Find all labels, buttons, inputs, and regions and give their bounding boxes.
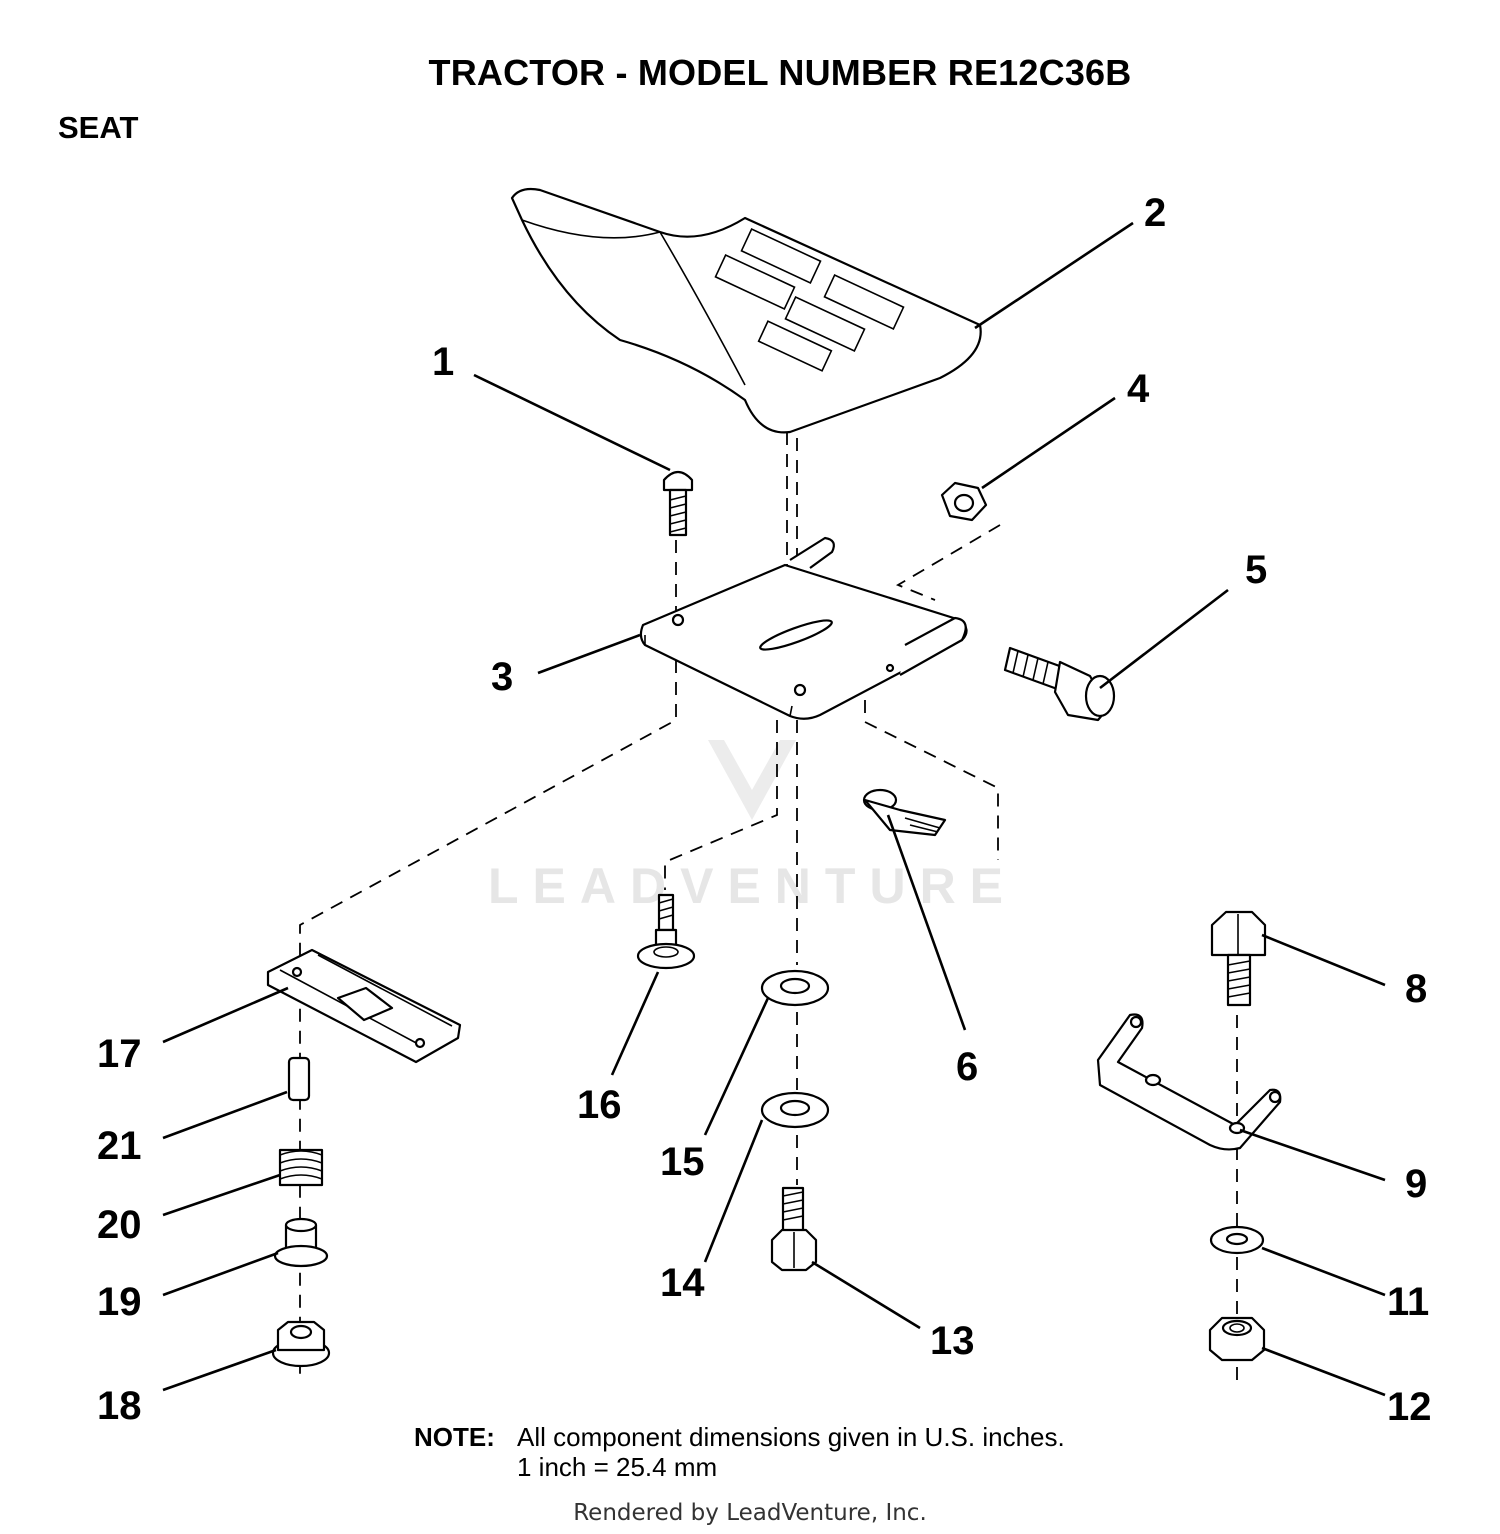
callout-labels: 1 2 3 4 5 6 8 9 11 12 13 14 15 16 17 18 … xyxy=(97,191,1432,1429)
carriage-bolt-part-1[interactable] xyxy=(662,470,694,537)
callout-1: 1 xyxy=(432,340,454,384)
callout-6: 6 xyxy=(956,1045,978,1089)
footer-credit: Rendered by LeadVenture, Inc. xyxy=(573,1500,927,1526)
section-title: SEAT xyxy=(58,110,139,145)
callout-19: 19 xyxy=(97,1280,142,1324)
seat-plate-part-3[interactable] xyxy=(639,536,968,720)
callout-17: 17 xyxy=(97,1032,142,1076)
callout-13: 13 xyxy=(930,1319,975,1363)
callout-15: 15 xyxy=(660,1140,705,1184)
callout-12: 12 xyxy=(1387,1385,1432,1429)
washer-part-11[interactable] xyxy=(1209,1225,1265,1255)
watermark: LEADVENTURE xyxy=(488,740,1017,914)
seat-part-2[interactable] xyxy=(510,187,982,434)
note-label: NOTE: xyxy=(414,1422,495,1452)
callout-11: 11 xyxy=(1387,1280,1429,1324)
watermark-text: LEADVENTURE xyxy=(488,858,1017,914)
callout-4: 4 xyxy=(1127,367,1150,411)
callout-20: 20 xyxy=(97,1203,142,1247)
callout-2: 2 xyxy=(1144,191,1166,235)
callout-18: 18 xyxy=(97,1384,142,1428)
hex-bolt-part-5[interactable] xyxy=(1003,646,1116,722)
hex-bolt-part-8[interactable] xyxy=(1210,910,1267,1007)
callout-5: 5 xyxy=(1245,548,1267,592)
pin-part-21[interactable] xyxy=(287,1056,311,1102)
callout-16: 16 xyxy=(577,1083,622,1127)
bracket-part-9[interactable] xyxy=(1096,1013,1282,1151)
washer-part-15[interactable] xyxy=(760,969,830,1007)
lock-nut-part-12[interactable] xyxy=(1208,1316,1266,1362)
bushing-part-19[interactable] xyxy=(273,1217,329,1268)
callout-14: 14 xyxy=(660,1261,705,1305)
seat-track-part-17[interactable] xyxy=(266,948,462,1064)
page-title: TRACTOR - MODEL NUMBER RE12C36B xyxy=(428,52,1132,93)
shoulder-bolt-part-16[interactable] xyxy=(636,893,696,970)
spring-part-20[interactable] xyxy=(278,1148,324,1187)
leader-lines xyxy=(162,221,1386,1397)
callout-9: 9 xyxy=(1405,1162,1427,1206)
clip-part-6[interactable] xyxy=(862,788,947,837)
callout-21: 21 xyxy=(97,1124,142,1168)
hex-bolt-part-13[interactable] xyxy=(770,1186,818,1272)
nut-part-4[interactable] xyxy=(940,481,988,522)
washer-part-14[interactable] xyxy=(760,1091,830,1129)
callout-8: 8 xyxy=(1405,967,1427,1011)
note-line-1: All component dimensions given in U.S. i… xyxy=(517,1422,1065,1452)
note-line-2: 1 inch = 25.4 mm xyxy=(517,1452,718,1482)
callout-3: 3 xyxy=(491,655,513,699)
flange-nut-part-18[interactable] xyxy=(271,1320,331,1368)
